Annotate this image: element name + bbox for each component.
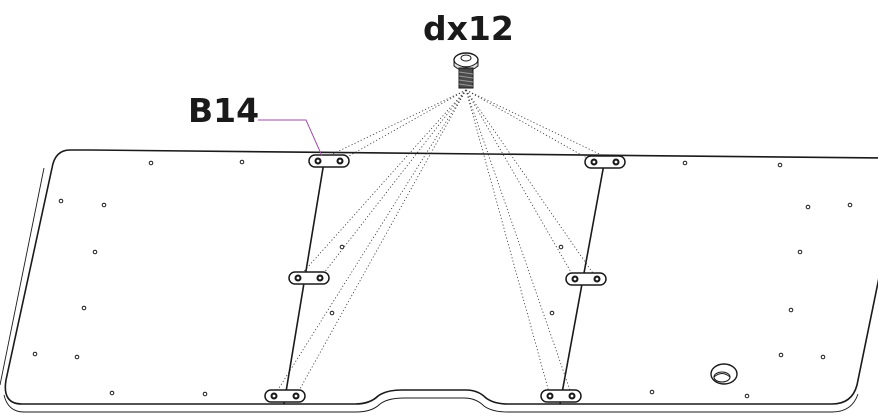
connector-plate-icon (264, 389, 306, 403)
connector-plate-icon (584, 155, 626, 169)
pilot-hole (797, 249, 803, 255)
cable-grommet-icon (710, 363, 738, 385)
board-front-edge (3, 393, 859, 413)
guide-line (465, 89, 576, 280)
bracket-part-label: B14 (188, 91, 259, 130)
connector-plate-icon (540, 389, 582, 403)
pilot-hole (239, 159, 245, 165)
screw-icon (453, 52, 479, 89)
pilot-hole (788, 307, 794, 313)
guide-line (465, 89, 598, 280)
pilot-hole (549, 310, 555, 316)
screw-guide-lines (273, 89, 617, 397)
desk-board (0, 149, 878, 413)
guide-line (295, 89, 467, 397)
guide-line (317, 89, 467, 162)
pilot-hole (148, 160, 154, 166)
pilot-hole (847, 202, 853, 208)
connector-plates (264, 154, 626, 403)
guide-line (339, 89, 467, 162)
pilot-hole (778, 352, 784, 358)
pilot-hole (820, 354, 826, 360)
connector-plate-icon (288, 271, 330, 285)
connector-plate-icon (565, 272, 607, 286)
pilot-hole (58, 198, 64, 204)
pilot-hole (649, 389, 655, 395)
pilot-hole (339, 244, 345, 250)
screw-quantity-label: dx12 (423, 9, 514, 48)
pilot-hole (92, 249, 98, 255)
board-outline (4, 149, 878, 405)
pilot-hole (558, 244, 564, 250)
pilot-hole (81, 305, 87, 311)
pilot-hole (32, 351, 38, 357)
guide-line (465, 89, 595, 163)
bracket-leader-line (258, 119, 323, 157)
pilot-hole (101, 202, 107, 208)
guide-line (297, 89, 467, 279)
guide-line (273, 89, 467, 397)
pilot-hole (805, 204, 811, 210)
pilot-hole (744, 393, 750, 399)
guide-line (465, 89, 617, 163)
pilot-hole (202, 391, 208, 397)
pilot-hole (74, 354, 80, 360)
pilot-holes (32, 159, 853, 399)
guide-line (319, 89, 467, 279)
pilot-hole (777, 162, 783, 168)
board-side-edge (0, 167, 45, 386)
pilot-hole (109, 390, 115, 396)
pilot-hole (329, 310, 335, 316)
pilot-hole (682, 160, 688, 166)
connector-plate-icon (308, 154, 350, 168)
